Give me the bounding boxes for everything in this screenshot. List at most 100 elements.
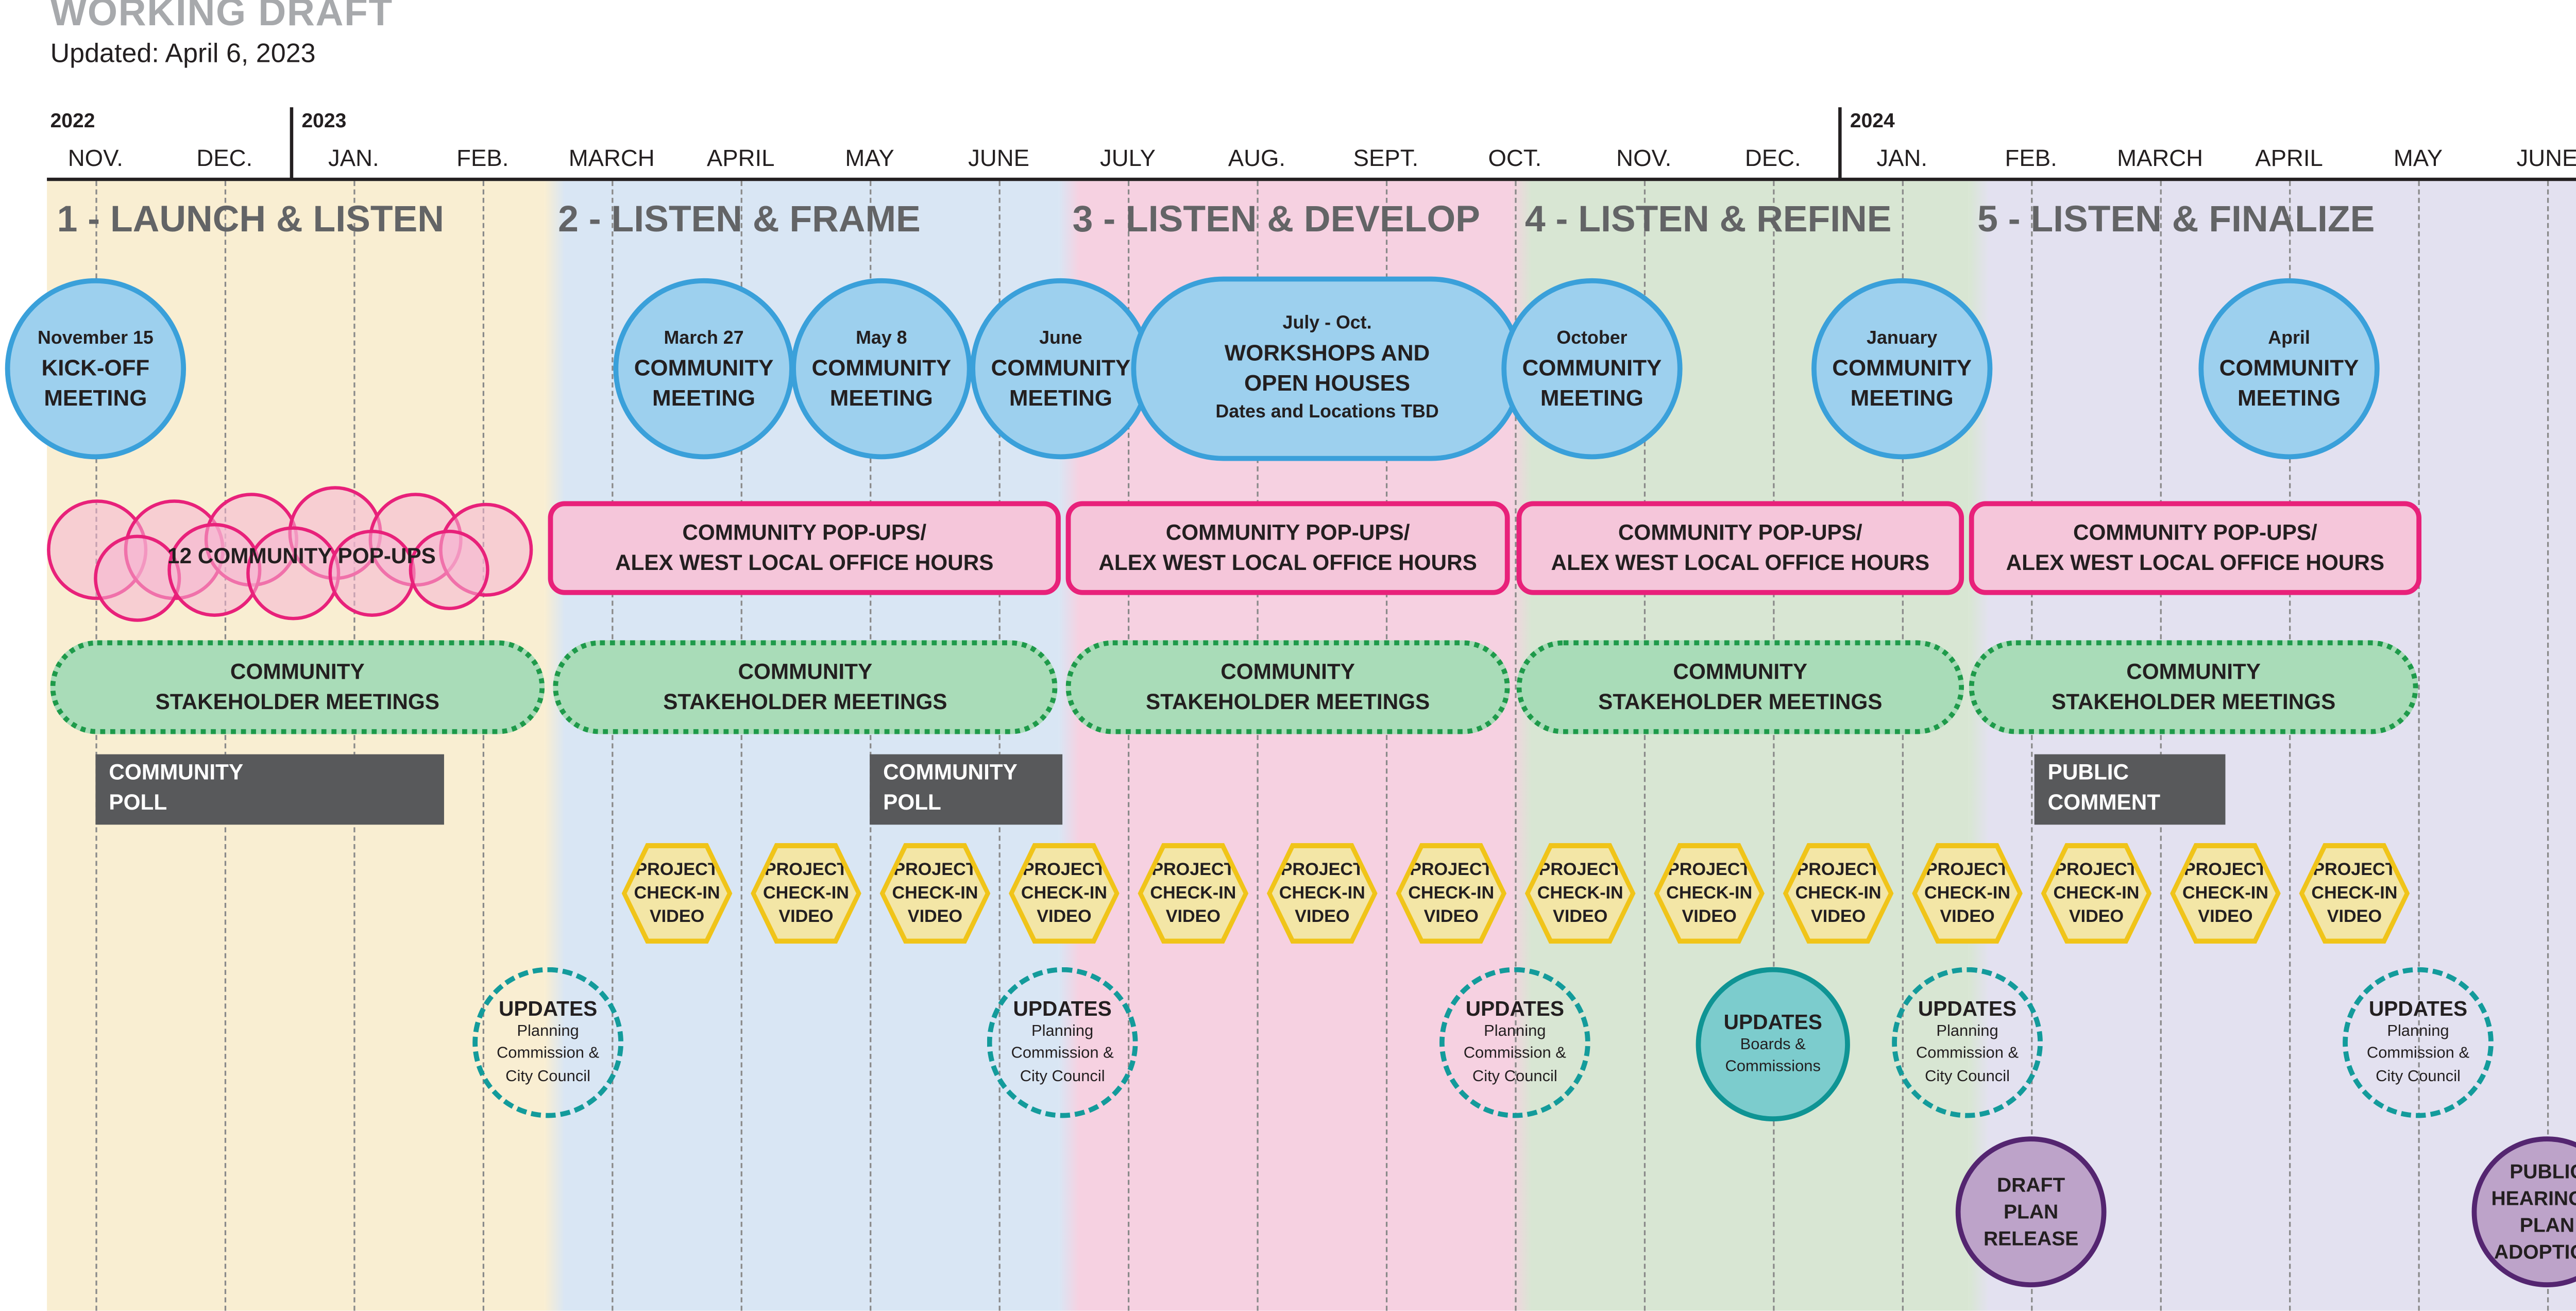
bar-line: POLL [109, 789, 167, 815]
video-line: PROJECT [1280, 859, 1364, 880]
meeting-title: COMMUNITY MEETING [1832, 356, 1972, 411]
video-line: VIDEO [2327, 906, 2382, 927]
updates-title: UPDATES [1013, 997, 1112, 1021]
month-gridline [1385, 181, 1388, 1311]
video-line: CHECK-IN [763, 883, 850, 903]
month-gridline [224, 181, 227, 1311]
month-gridline [353, 181, 355, 1311]
popup-circle [167, 523, 262, 617]
bar-line: POLL [883, 789, 941, 815]
month-gridline [2289, 181, 2291, 1311]
month-gridline [1902, 181, 1904, 1311]
month-label: SEPT. [1353, 144, 1419, 171]
popups-line: COMMUNITY POP-UPS/ [2073, 519, 2317, 545]
popups-line: ALEX WEST LOCAL OFFICE HOURS [615, 549, 994, 575]
updates-title: UPDATES [2368, 997, 2468, 1021]
updates-line: Planning [2387, 1022, 2449, 1041]
month-gridline [740, 181, 742, 1311]
milestone-line: PUBLIC [2510, 1159, 2576, 1183]
month-gridline [2160, 181, 2162, 1311]
video-line: VIDEO [1037, 906, 1092, 927]
video-line: PROJECT [2055, 859, 2138, 880]
updates-line: Commission & [1916, 1045, 2019, 1064]
month-label: MARCH [568, 144, 655, 171]
video-line: CHECK-IN [2182, 883, 2268, 903]
month-label: MAY [845, 144, 894, 171]
video-line: VIDEO [1810, 906, 1866, 927]
video-line: VIDEO [778, 906, 834, 927]
stakeholder-line: STAKEHOLDER MEETINGS [1598, 688, 1883, 714]
phase-title: 5 - LISTEN & FINALIZE [1977, 197, 2375, 240]
month-label: DEC. [196, 144, 253, 171]
video-line: PROJECT [1538, 859, 1622, 880]
video-line: PROJECT [635, 859, 719, 880]
video-line: PROJECT [2183, 859, 2267, 880]
video-line: VIDEO [1165, 906, 1221, 927]
updates-title: UPDATES [498, 997, 598, 1021]
milestone-line: RELEASE [1983, 1227, 2079, 1251]
month-gridline [1773, 181, 1775, 1311]
video-line: VIDEO [1940, 906, 1995, 927]
meeting-note: Dates and Locations TBD [1215, 401, 1439, 422]
meeting-date: October [1556, 328, 1628, 348]
updates-line: Commission & [1011, 1045, 1114, 1064]
milestone-line: DRAFT [1996, 1172, 2065, 1197]
month-gridline [1643, 181, 1646, 1311]
timeline-axis [47, 177, 2576, 181]
meeting-date: January [1867, 328, 1938, 348]
updates-line: Commission & [1463, 1045, 1566, 1064]
month-label: MARCH [2117, 144, 2204, 171]
updates-line: Commission & [496, 1045, 600, 1064]
popups-office-hours-box: COMMUNITY POP-UPS/ALEX WEST LOCAL OFFICE… [1065, 501, 1510, 595]
bar-line: PUBLIC [2047, 759, 2129, 785]
month-label: AUG. [1228, 144, 1286, 171]
updates-line: Commission & [2366, 1045, 2470, 1064]
stakeholder-line: STAKEHOLDER MEETINGS [155, 688, 439, 714]
month-gridline [612, 181, 614, 1311]
month-label: NOV. [1616, 144, 1672, 171]
month-label: JAN. [328, 144, 379, 171]
year-2022: 2022 [50, 109, 95, 132]
milestone-line: HEARINGS/ [2491, 1186, 2576, 1210]
updates-title: UPDATES [1723, 1010, 1822, 1034]
updates-line: Planning [1936, 1022, 1998, 1041]
updates-line: Commissions [1725, 1057, 1821, 1077]
video-line: VIDEO [2069, 906, 2124, 927]
meeting-title: KICK-OFF MEETING [41, 356, 150, 411]
month-gridline [1515, 181, 1517, 1311]
month-label: FEB. [456, 144, 509, 171]
month-gridline [2547, 181, 2549, 1311]
video-line: PROJECT [2313, 859, 2396, 880]
stakeholder-line: COMMUNITY [738, 658, 873, 684]
updates-line: City Council [1925, 1067, 2010, 1086]
phase-title: 1 - LAUNCH & LISTEN [57, 197, 444, 240]
